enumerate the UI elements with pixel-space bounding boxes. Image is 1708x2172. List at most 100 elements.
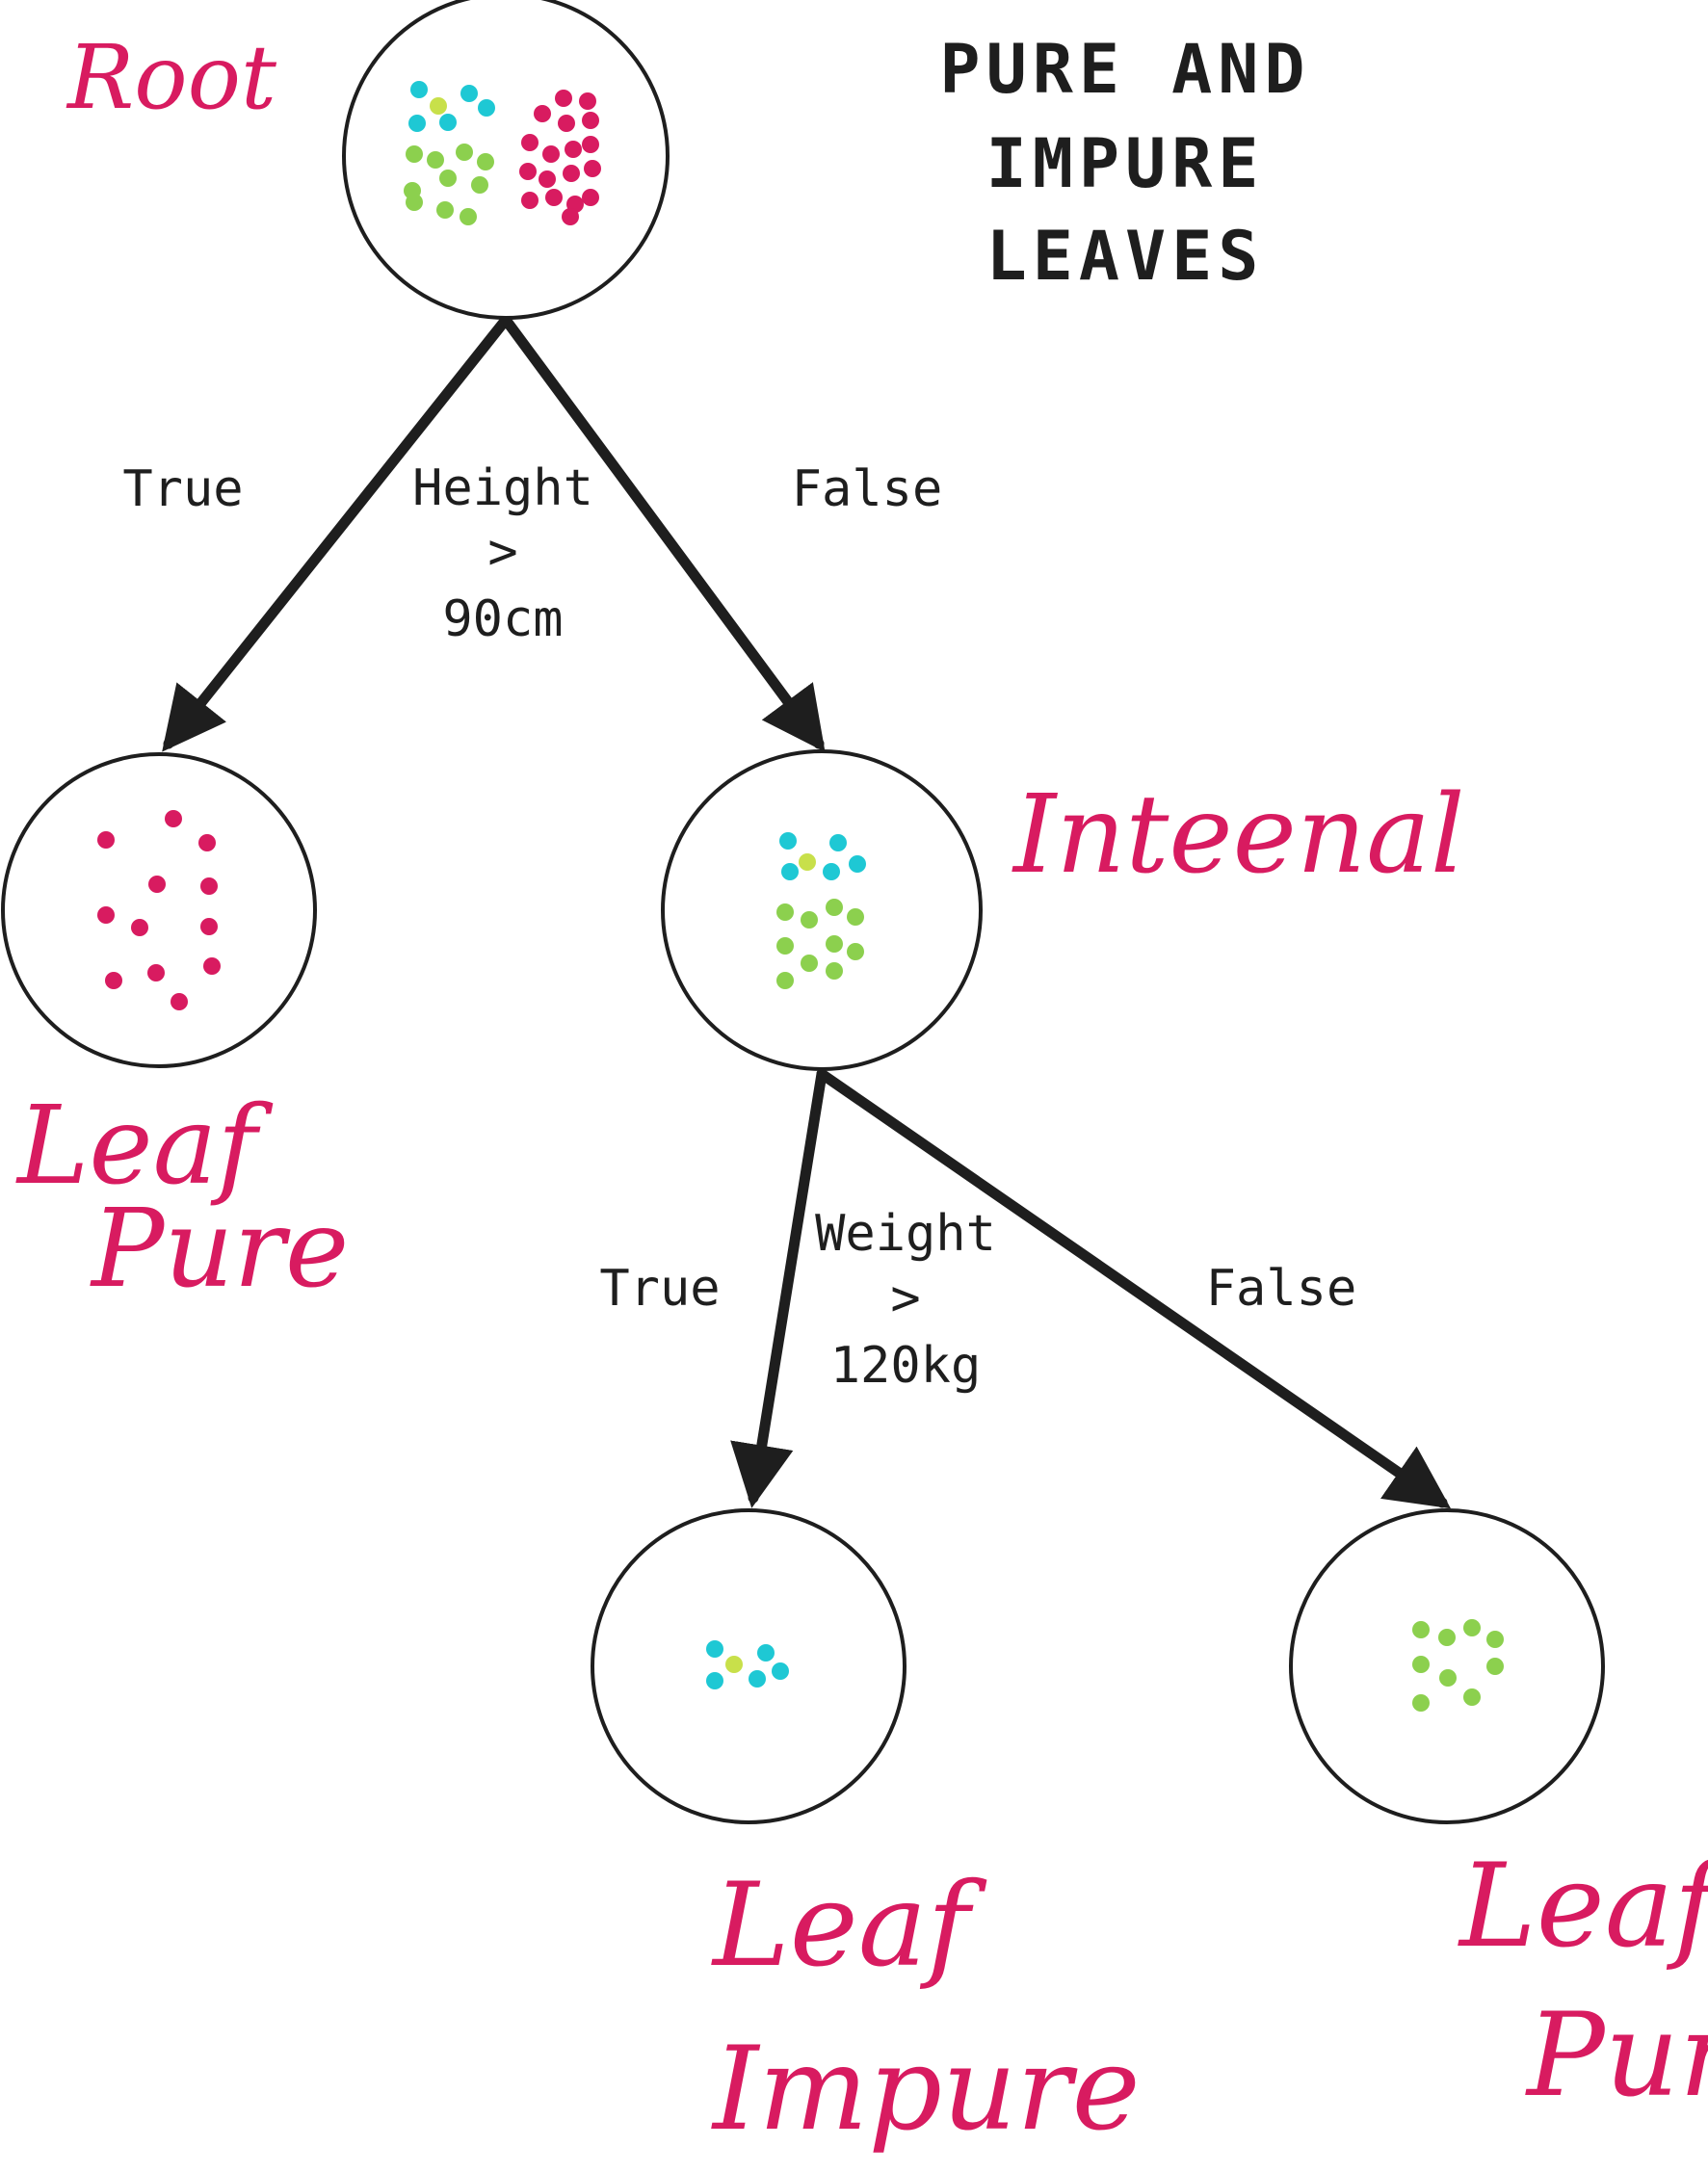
left-leaf-magenta-dot [165,810,182,827]
impure-leaf-cyan-dot [772,1662,789,1680]
root-magenta-dot [542,145,560,163]
root-condition-line-2: > [487,523,517,581]
root-green-dot [406,145,423,163]
diagram-title: PURE AND IMPURE LEAVES [939,30,1310,296]
node-annotations: Root Leaf Pure Inteenal Leaf Impure Leaf… [15,26,1708,2157]
root-magenta-dot [539,170,556,188]
root-annotation: Root [66,26,277,129]
left-leaf-magenta-dot [147,964,165,981]
root-magenta-dot [582,136,599,153]
root-magenta-dot [534,105,551,122]
impure-leaf-annotation-line-1: Leaf [711,1859,987,1993]
root-magenta-dot [584,160,601,177]
root-cyan-dot [439,114,457,131]
root-magenta-dot [521,134,539,151]
left-leaf-magenta-dot [131,919,148,936]
internal-green-dot [826,962,843,980]
root-green-dot [456,144,473,161]
internal-condition-line-1: Weight [815,1205,996,1263]
internal-cyan-dot [779,832,797,850]
root-magenta-dot [555,90,572,107]
title-line-2: IMPURE [986,124,1265,203]
internal-green-dot [826,935,843,953]
edge-root-false [500,314,826,752]
root-magenta-dot [521,192,539,209]
left-leaf-magenta-dot [148,876,166,893]
internal-cyan-dot [823,863,840,880]
title-line-1: PURE AND [939,30,1310,109]
pure-leaf-green-dot [1439,1669,1457,1687]
left-leaf-node [1,752,317,1068]
left-leaf-magenta-dot [200,918,218,935]
impure-leaf-cyan-dot [706,1672,723,1689]
impure-leaf-cyan-dot [706,1640,723,1658]
pure-leaf-green-dot [1438,1629,1456,1646]
left-leaf-annotation-line-2: Pure [90,1187,349,1312]
internal-true-label: True [599,1260,720,1318]
root-green-dot [460,208,477,225]
internal-node [661,749,983,1071]
root-cyan-dot [460,85,478,102]
pure-leaf-green-dot [1463,1619,1481,1636]
left-leaf-magenta-dot [198,834,216,851]
impure-leaf-annotation-line-2: Impure [711,2023,1141,2157]
root-false-label: False [792,460,943,518]
left-leaf-magenta-dot [203,957,221,975]
internal-lime-dot [799,853,816,871]
root-magenta-dot [582,112,599,129]
root-magenta-dot [563,165,580,182]
root-lime-dot [430,97,447,115]
internal-cyan-dot [829,834,847,851]
internal-green-dot [776,937,794,955]
left-leaf-annotation-line-1: Leaf [15,1084,274,1209]
impure-leaf-cyan-dot [757,1644,775,1662]
pure-leaf-annotation-line-1: Leaf [1458,1840,1708,1974]
root-green-dot [406,194,423,211]
tree-nodes [1,0,1605,1824]
root-green-dot [436,201,454,219]
internal-false-label: False [1206,1260,1357,1318]
pure-leaf-green-dot [1486,1658,1504,1675]
internal-condition-line-2: > [890,1269,920,1327]
impure-leaf-cyan-dot [749,1670,766,1688]
pure-leaf-green-dot [1412,1694,1430,1712]
root-magenta-dot [545,189,563,206]
edge-internal-false [816,1068,1452,1509]
internal-green-dot [847,908,864,926]
root-true-label: True [122,460,243,518]
internal-green-dot [776,972,794,989]
impure-leaf-lime-dot [725,1656,743,1673]
title-line-3: LEAVES [986,217,1265,296]
root-cyan-dot [410,81,428,98]
edge-root-true [162,314,512,752]
internal-cyan-dot [781,863,799,880]
root-condition-line-3: 90cm [442,590,563,648]
root-node [342,0,670,320]
left-leaf-magenta-dot [200,877,218,895]
edge-internal-true [730,1068,828,1508]
left-leaf-magenta-dot [97,906,115,924]
sample-dots [97,81,1504,1712]
root-cyan-dot [408,115,426,132]
pure-leaf-green-dot [1412,1621,1430,1638]
left-leaf-magenta-dot [171,993,188,1010]
internal-green-dot [847,943,864,960]
internal-split-labels: True Weight > 120kg False [599,1205,1356,1395]
internal-annotation: Inteenal [1012,772,1465,898]
root-magenta-dot [582,189,599,206]
root-cyan-dot [478,99,495,117]
root-green-dot [427,151,444,169]
root-magenta-dot [579,92,596,110]
pure-leaf-green-dot [1412,1656,1430,1673]
root-magenta-dot [562,208,579,225]
root-magenta-dot [558,115,575,132]
root-green-dot [477,153,494,170]
pure-leaf-green-dot [1486,1631,1504,1648]
root-green-dot [439,170,457,187]
root-green-dot [471,176,488,194]
tree-edges [162,314,1452,1509]
impure-leaf-node [591,1508,907,1824]
internal-green-dot [801,911,818,929]
internal-condition-line-3: 120kg [830,1337,982,1395]
